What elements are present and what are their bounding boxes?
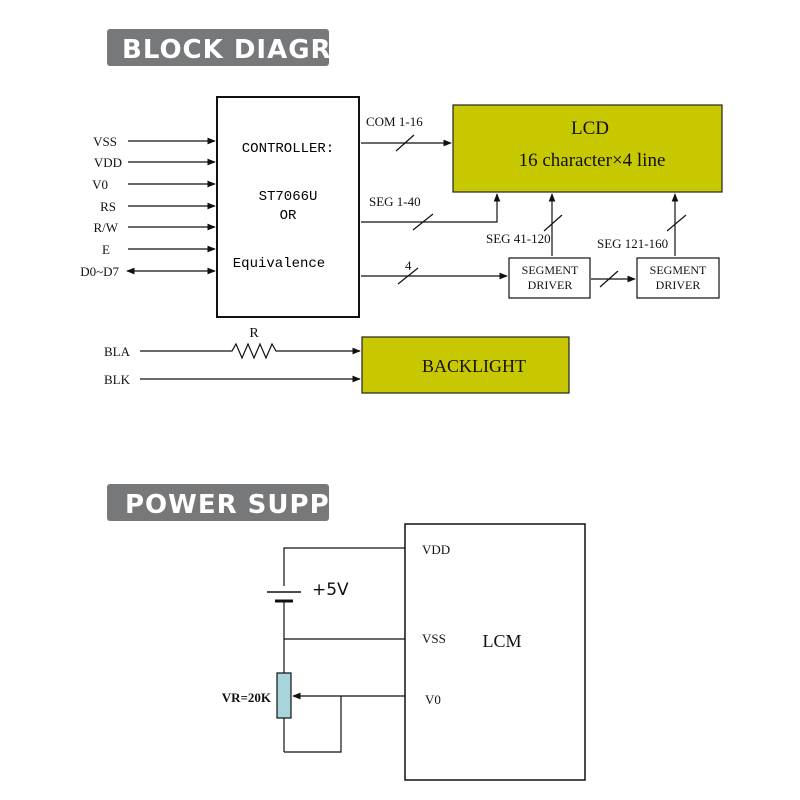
input-signals: VSS VDD V0 RS R/W E D0~D7 [80, 134, 216, 279]
controller-label: CONTROLLER: [242, 141, 334, 157]
input-e-label: E [102, 242, 110, 257]
backlight-block: BACKLIGHT BLA BLK R [104, 326, 570, 394]
controller-equivalence: Equivalence [233, 256, 325, 272]
seg-1-40-label: SEG 1-40 [369, 194, 421, 209]
lcm-vss-pin: VSS [422, 631, 446, 646]
com-bus-label: COM 1-16 [366, 114, 423, 129]
input-rs-label: RS [100, 199, 116, 214]
lcm-vdd-pin: VDD [422, 542, 450, 557]
segment-driver-2-line1: SEGMENT [650, 263, 707, 277]
input-rw-label: R/W [93, 220, 118, 235]
input-vss-label: VSS [93, 134, 117, 149]
segment-driver-1-line1: SEGMENT [522, 263, 579, 277]
segment-driver-1: SEGMENT DRIVER SEG 41-120 [486, 193, 591, 299]
segment-driver-2-line2: DRIVER [656, 278, 701, 292]
segment-driver-2: SEGMENT DRIVER SEG 121-160 [597, 193, 720, 299]
controller-or: OR [280, 208, 297, 224]
lcm-label: LCM [482, 631, 521, 651]
power-supply-title: POWER SUPPLY [125, 490, 363, 520]
power-supply-banner: POWER SUPPLY [107, 484, 363, 521]
controller-block: CONTROLLER: ST7066U OR Equivalence [216, 96, 360, 318]
resistor-symbol [140, 342, 361, 360]
lcm-v0-pin: V0 [425, 692, 441, 707]
seg-121-160-label: SEG 121-160 [597, 236, 668, 251]
driver-link [591, 270, 636, 288]
seg-1-40-bus: SEG 1-40 [361, 193, 501, 231]
supply-voltage-label: +5V [312, 580, 349, 600]
power-wiring: +5V VR=20K [222, 547, 405, 753]
lcd-title: LCD [571, 118, 609, 139]
controller-chip: ST7066U [259, 189, 318, 205]
lcm-block: LCM VDD VSS V0 [404, 523, 586, 781]
potentiometer-icon [276, 672, 292, 719]
lcd-block: LCD 16 character×4 line [452, 104, 723, 193]
com-bus: COM 1-16 [361, 114, 452, 152]
segment-driver-1-line2: DRIVER [528, 278, 573, 292]
input-v0-label: V0 [92, 177, 108, 192]
block-diagram-banner: BLOCK DIAGRAM [107, 29, 380, 66]
backlight-label: BACKLIGHT [422, 356, 526, 376]
four-line-bus: 4 [361, 258, 508, 285]
potentiometer-label: VR=20K [222, 690, 272, 705]
input-vdd-label: VDD [94, 155, 122, 170]
four-line-label: 4 [405, 258, 412, 273]
lcd-spec: 16 character×4 line [519, 150, 666, 171]
input-data-bus-label: D0~D7 [80, 264, 119, 279]
blk-label: BLK [104, 372, 131, 387]
seg-41-120-label: SEG 41-120 [486, 231, 551, 246]
resistor-label: R [249, 326, 259, 341]
block-diagram-title: BLOCK DIAGRAM [122, 35, 380, 65]
bla-label: BLA [104, 344, 131, 359]
